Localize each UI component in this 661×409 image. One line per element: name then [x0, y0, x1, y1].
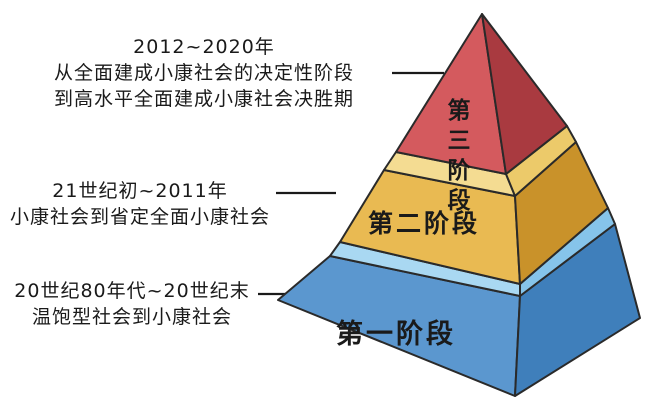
stage-3-period: 2012~2020年 — [133, 36, 275, 58]
stage-3-description-line-1: 从全面建成小康社会的决定性阶段 — [53, 62, 354, 84]
stage-2-period: 21世纪初~2011年 — [52, 180, 228, 202]
stage-2-description: 小康社会到省定全面小康社会 — [9, 206, 270, 228]
stage-1-annotation: 20世纪80年代~20世纪末 温饱型社会到小康社会 — [6, 278, 258, 330]
stage-1-period: 20世纪80年代~20世纪末 — [14, 280, 250, 302]
stage-2-annotation: 21世纪初~2011年 小康社会到省定全面小康社会 — [4, 178, 276, 230]
stage-1-label: 第一阶段 — [336, 319, 456, 350]
stage-3-description-line-2: 到高水平全面建成小康社会决胜期 — [53, 88, 354, 110]
tier-3-side-face — [481, 13, 568, 175]
stage-2-label: 第二阶段 — [368, 209, 481, 238]
stage-1-description: 温饱型社会到小康社会 — [31, 306, 232, 328]
stage-3-annotation: 2012~2020年 从全面建成小康社会的决定性阶段 到高水平全面建成小康社会决… — [18, 34, 390, 112]
stage-3-label: 第三阶段 — [447, 98, 471, 214]
